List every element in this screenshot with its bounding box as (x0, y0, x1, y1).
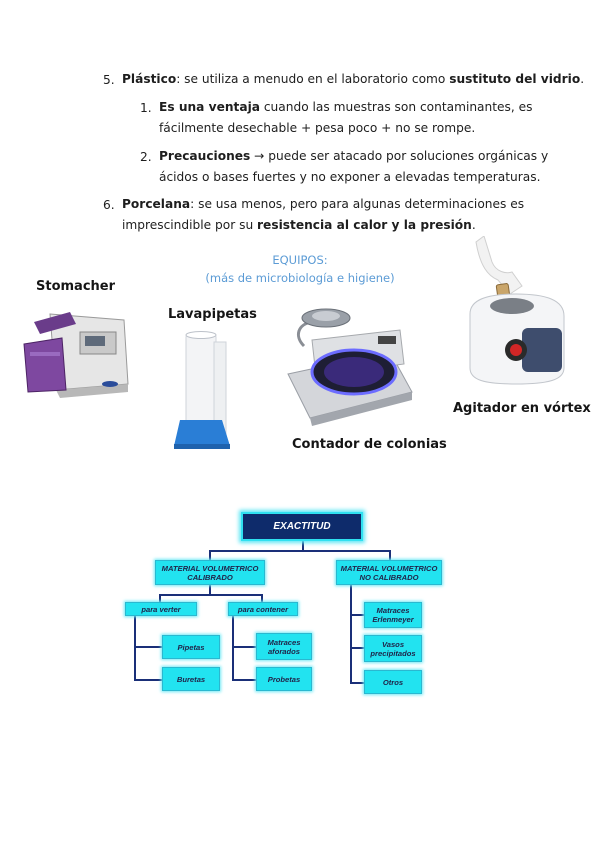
node-para-verter: para verter (125, 602, 197, 616)
lavapipetas-image (174, 331, 230, 449)
node-pipetas: Pipetas (162, 635, 220, 659)
connector (350, 585, 352, 684)
connector (159, 594, 161, 602)
connector (134, 679, 162, 681)
connector (209, 585, 211, 595)
node-buretas: Buretas (162, 667, 220, 691)
connector (350, 647, 364, 649)
sub-item-1-line1: Es una ventaja cuando las muestras son c… (159, 100, 533, 114)
connector (159, 594, 263, 596)
node-probetas: Probetas (256, 667, 312, 691)
node-erlenmeyer: Matraces Erlenmeyer (364, 602, 422, 628)
node-otros: Otros (364, 670, 422, 694)
contador-image (287, 308, 413, 426)
node-matraces-aforados: Matraces aforados (256, 633, 312, 660)
stomacher-image (23, 312, 129, 398)
sub-item-number: 2. (140, 150, 152, 164)
item-number: 5. (103, 73, 115, 87)
sub-item-2-line2: ácidos o bases fuertes y no exponer a el… (159, 170, 541, 184)
connector (209, 550, 211, 560)
connector (134, 616, 136, 680)
node-exactitud: EXACTITUD (241, 512, 363, 541)
sub-item-number: 1. (140, 101, 152, 115)
sub-item-2-line1: Precauciones → puede ser atacado por sol… (159, 149, 549, 163)
caption-vortex: Agitador en vórtex (453, 401, 591, 416)
connector (302, 540, 304, 551)
connector (232, 646, 256, 648)
connector (134, 646, 162, 648)
term-sustituto: sustituto del vidrio (449, 72, 581, 86)
connector (209, 550, 390, 552)
node-vasos: Vasos precipitados (364, 635, 422, 662)
item-number: 6. (103, 198, 115, 212)
node-calibrado: MATERIAL VOLUMETRICO CALIBRADO (155, 560, 265, 585)
item-6-line1: Porcelana: se usa menos, pero para algun… (122, 197, 525, 211)
sub-item-1-line2: fácilmente desechable + pesa poco + no s… (159, 121, 476, 135)
vortex-image (469, 236, 565, 385)
item-6-line2: imprescindible por su resistencia al cal… (122, 218, 476, 232)
connector (261, 594, 263, 602)
caption-contador: Contador de colonias (292, 437, 447, 452)
term-plastico: Plástico (122, 72, 177, 86)
connector (232, 616, 234, 680)
connector (389, 550, 391, 560)
equipos-title: EQUIPOS: (272, 253, 328, 267)
connector (232, 679, 256, 681)
node-para-contener: para contener (228, 602, 298, 616)
item-5-text: Plástico: se utiliza a menudo en el labo… (122, 72, 585, 86)
connector (350, 614, 364, 616)
equipos-subtitle: (más de microbiología e higiene) (205, 271, 395, 285)
connector (350, 682, 364, 684)
node-no-calibrado: MATERIAL VOLUMETRICO NO CALIBRADO (336, 560, 442, 585)
caption-stomacher: Stomacher (36, 279, 116, 294)
caption-lavapipetas: Lavapipetas (168, 307, 257, 322)
